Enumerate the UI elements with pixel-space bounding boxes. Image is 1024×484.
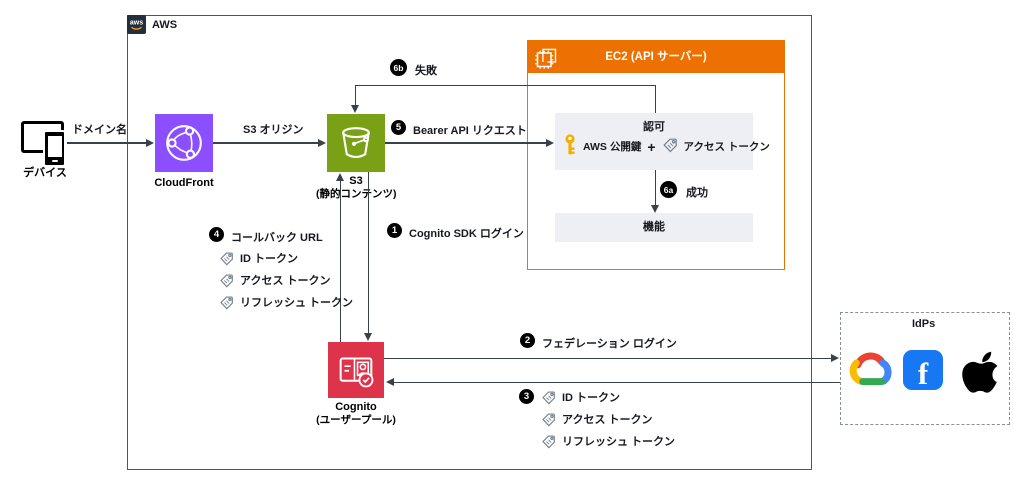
edge-step4-arrowhead [336,173,344,181]
key-icon [563,134,577,159]
step4-token-row: アクセス トークン [219,272,331,288]
s3-label-sub: (静的コンテンツ) [316,188,397,201]
tag-icon [542,390,555,404]
google-cloud-icon [847,347,895,394]
step3-token-row: アクセス トークン [541,411,653,427]
s3-label-title: S3 [349,175,363,187]
tag-icon [220,251,233,265]
cognito-label-title: Cognito [335,401,377,413]
step6b-badge: 6b [390,59,407,76]
edge-domain-label: ドメイン名 [72,124,127,136]
step4-label: コールバック URL [231,232,323,244]
cognito-icon [328,342,384,398]
plus-sign: + [647,138,656,155]
function-box: 機能 [555,213,753,242]
auth-box-title: 認可 [643,121,665,133]
step5-label: Bearer API リクエスト [413,125,527,137]
s3-icon [327,114,385,172]
ec2-icon [533,44,560,76]
aws-logo-icon: aws [127,15,146,34]
edge-step2-line [384,357,834,359]
step2-badge: 2 [520,333,535,348]
cloudfront-icon [155,114,213,172]
aws-logo-text: aws [130,20,143,27]
step4-token-row: ID トークン [219,250,298,266]
edge-step6a-arrowhead [651,205,659,213]
edge-step4-line [339,180,341,342]
tag-icon [662,137,678,156]
tag-icon [542,412,555,426]
aws-group-label: AWS [152,19,178,31]
edge-step3-line [392,381,840,383]
cloudfront-label: CloudFront [154,177,214,189]
tag-icon [542,434,555,448]
edge-step6a-line [654,170,656,206]
auth-box: 認可 [555,113,753,170]
step3-token-2: アクセス トークン [562,414,653,426]
step4-token-3: リフレッシュ トークン [240,297,354,309]
apple-icon [962,345,1004,398]
edge-step6b-line-h [355,84,655,86]
step3-badge: 3 [519,389,534,404]
auth-box-row: AWS 公開鍵 + アクセス トークン [563,134,770,159]
step4-token-row: リフレッシュ トークン [219,294,353,310]
phone-icon [43,130,66,167]
edge-s3-origin-line [213,142,323,144]
cognito-label: Cognito (ユーザープール) [306,401,406,427]
edge-step3-arrowhead [386,378,394,386]
step4-token-2: アクセス トークン [240,275,331,287]
step6a-label: 成功 [686,187,708,199]
edge-domain-line [67,142,151,144]
tag-icon [220,295,233,309]
step3-token-1: ID トークン [562,392,621,404]
step1-badge: 1 [387,223,402,238]
edge-step6b-line-v1 [654,85,656,113]
step2-label: フェデレーション ログイン [542,338,677,350]
auth-public-key-label: AWS 公開鍵 [583,141,642,153]
tag-icon [220,273,233,287]
step6b-label: 失敗 [415,65,437,77]
step3-token-row: ID トークン [541,389,620,405]
aws-group-border [127,15,812,470]
device-label: デバイス [23,167,67,179]
ec2-header [528,41,784,73]
edge-step1-line [367,172,369,334]
s3-label: S3 (静的コンテンツ) [316,175,397,201]
edge-step6b-arrowhead [351,105,359,113]
edge-step6b-line-v2 [354,85,356,106]
facebook-icon: f [903,350,943,391]
edge-step2-arrowhead [831,354,839,362]
cognito-label-sub: (ユーザープール) [316,414,396,427]
step3-token-row: リフレッシュ トークン [541,433,675,449]
step1-label: Cognito SDK ログイン [409,228,524,240]
device-icon [20,118,72,170]
edge-step5-line [385,142,548,144]
edge-s3-origin-label: S3 オリジン [243,124,304,136]
ec2-title: EC2 (API サーバー) [605,51,707,63]
edge-step5-arrowhead [546,138,554,147]
step4-badge: 4 [209,227,224,242]
step6a-badge: 6a [660,181,677,198]
edge-domain-arrowhead [146,138,154,147]
edge-step1-arrowhead [364,333,372,341]
auth-access-token-label: アクセス トークン [683,141,770,153]
edge-s3-origin-arrowhead [318,138,326,147]
step3-token-3: リフレッシュ トークン [562,436,676,448]
idps-title: IdPs [912,318,936,330]
step4-token-1: ID トークン [240,253,299,265]
facebook-letter: f [917,356,929,391]
step5-badge: 5 [391,120,406,135]
